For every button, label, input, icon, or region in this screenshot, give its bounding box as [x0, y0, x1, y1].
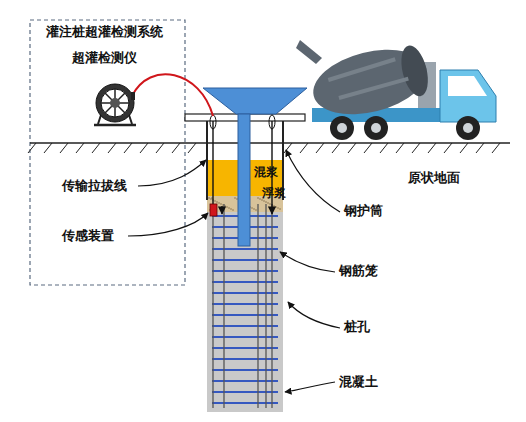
signal-cable	[132, 74, 213, 116]
leader-line	[288, 302, 340, 328]
leader-line	[128, 213, 208, 236]
part-label: 桩孔	[344, 319, 370, 335]
wire-loop	[269, 115, 275, 129]
leader-line	[280, 252, 335, 272]
sensor-arrow	[271, 206, 272, 214]
sensor	[210, 204, 217, 216]
leader-line	[285, 382, 335, 392]
part-label: 原状地面	[408, 170, 460, 186]
sensor-arrow	[221, 206, 222, 214]
system-boundary	[30, 20, 185, 285]
tremie-pipe	[238, 114, 250, 246]
part-label: 传感装置	[62, 228, 114, 244]
part-label: 钢筋笼	[339, 263, 378, 279]
leader-line	[286, 150, 340, 212]
ground-line	[30, 142, 510, 144]
part-label: 浮浆	[262, 186, 286, 200]
wire-loop	[210, 115, 216, 129]
pull-wire	[212, 121, 213, 206]
part-label: 混浆	[254, 165, 278, 179]
hopper	[203, 88, 307, 114]
detector-reel	[94, 84, 136, 125]
part-label: 混凝土	[339, 374, 378, 390]
ground-hatch	[28, 143, 500, 153]
part-label: 传输拉拔线	[62, 178, 127, 194]
casing-wall	[206, 120, 208, 200]
part-label: 超灌检测仪	[72, 50, 137, 66]
part-label: 钢护筒	[344, 203, 383, 219]
diagram-title: 灌注桩超灌检测系统	[46, 24, 163, 40]
leader-line	[138, 160, 206, 186]
concrete-mixer-truck	[296, 39, 496, 140]
